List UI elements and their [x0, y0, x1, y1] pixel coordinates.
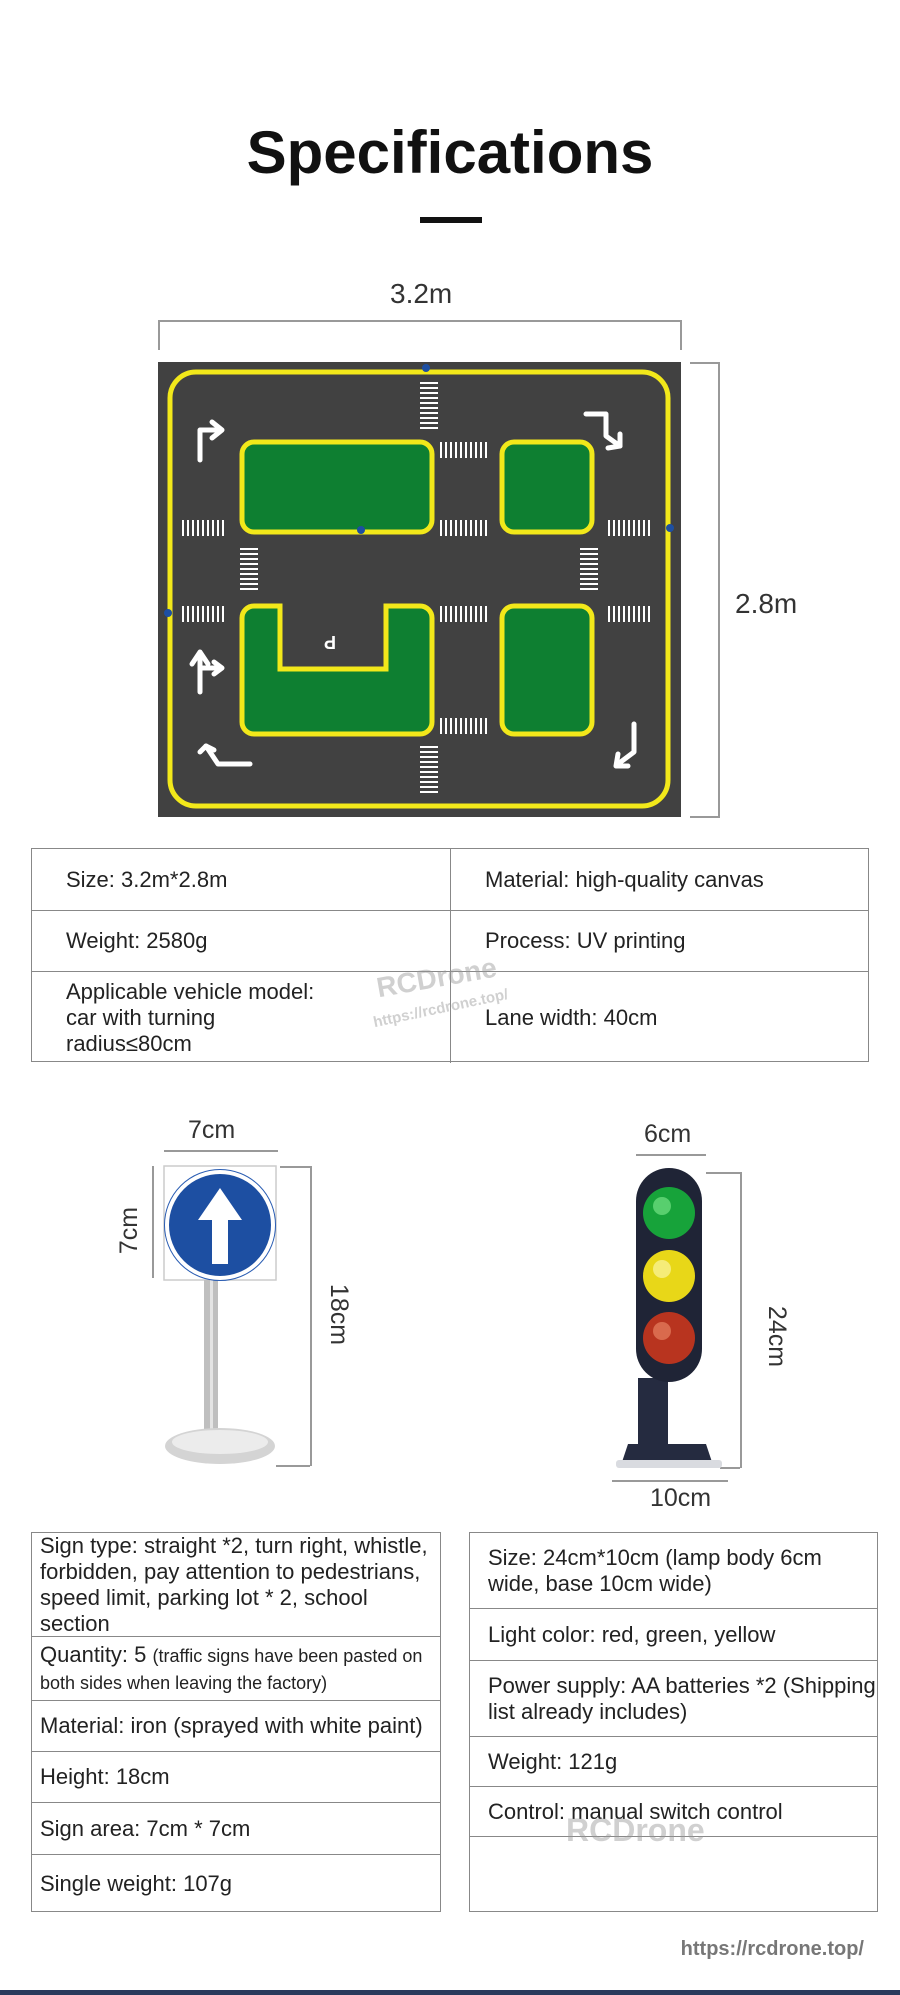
list-item: Size: 24cm*10cm (lamp body 6cm wide, bas… [470, 1533, 877, 1609]
sign-area-text: Sign area: 7cm * 7cm [40, 1815, 251, 1841]
light-top-line [636, 1154, 706, 1156]
light-height-line [740, 1172, 742, 1468]
light-base-label: 10cm [650, 1484, 712, 1512]
sign-height-line [310, 1166, 312, 1466]
sign-quantity-text: Quantity: 5 [40, 1641, 153, 1667]
parking-letter: P [324, 632, 336, 652]
sign-side-label: 7cm [115, 1206, 144, 1255]
light-size-text: Size: 24cm*10cm (lamp body 6cm wide, bas… [488, 1544, 822, 1596]
list-item: Sign type: straight *2, turn right, whis… [32, 1533, 440, 1637]
sign-width-label: 7cm [188, 1116, 236, 1144]
sign-weight-text: Single weight: 107g [40, 1871, 233, 1896]
sign-width-line [164, 1150, 278, 1152]
height-dimension-line [718, 362, 720, 817]
mat-spec-vehicle: Applicable vehicle model: car with turni… [32, 972, 451, 1063]
light-weight-text: Weight: 121g [488, 1748, 618, 1774]
sign-type-text: Sign type: straight *2, turn right, whis… [40, 1532, 428, 1636]
sign-height-tick-top [280, 1166, 310, 1168]
up-arrow-icon [198, 1188, 242, 1264]
width-dimension-tick-left [158, 320, 160, 350]
list-item: Power supply: AA batteries *2 (Shipping … [470, 1661, 877, 1737]
light-control-text: Control: manual switch control [488, 1798, 783, 1824]
width-dimension-tick-right [680, 320, 682, 350]
sign-spec-list: Sign type: straight *2, turn right, whis… [31, 1532, 441, 1912]
list-item: Sign area: 7cm * 7cm [32, 1803, 440, 1855]
table-row: Size: 3.2m*2.8m Material: high-quality c… [32, 849, 868, 911]
light-base-line [612, 1480, 728, 1482]
watermark-brand-lower: RCDrone [566, 1812, 705, 1848]
list-item: Quantity: 5 (traffic signs have been pas… [32, 1637, 440, 1701]
traffic-light-image [616, 1168, 722, 1468]
list-item: Control: manual switch control [470, 1787, 877, 1837]
list-item: Weight: 121g [470, 1737, 877, 1787]
light-color-text: Light color: red, green, yellow [488, 1621, 776, 1647]
sign-side-line [152, 1166, 154, 1278]
bottom-bar [0, 1990, 900, 1995]
list-item: Height: 18cm [32, 1752, 440, 1803]
mat-spec-material: Material: high-quality canvas [485, 866, 764, 892]
list-item: Light color: red, green, yellow [470, 1609, 877, 1661]
mat-width-label: 3.2m [390, 278, 453, 309]
light-top-label: 6cm [644, 1120, 692, 1148]
list-item: Single weight: 107g [32, 1855, 440, 1913]
mat-spec-size: Size: 3.2m*2.8m [32, 849, 451, 910]
footer-url: https://rcdrone.top/ [680, 1938, 864, 1960]
light-height-label: 24cm [763, 1305, 792, 1368]
light-spec-list: Size: 24cm*10cm (lamp body 6cm wide, bas… [469, 1532, 878, 1912]
light-height-tick-bottom [720, 1467, 740, 1469]
sign-height-label: 18cm [325, 1283, 354, 1346]
sign-height-text: Height: 18cm [40, 1764, 170, 1789]
height-dimension-tick-top [690, 362, 720, 364]
mat-height-label: 2.8m [735, 588, 798, 619]
track-mat-map: P [158, 362, 681, 817]
page-title: Specifications [246, 119, 654, 186]
sign-height-tick-bottom [276, 1465, 310, 1467]
traffic-sign-image [163, 1165, 277, 1464]
mat-spec-table: Size: 3.2m*2.8m Material: high-quality c… [31, 848, 869, 1063]
mat-spec-lane-width: Lane width: 40cm [485, 1004, 658, 1030]
light-power-text: Power supply: AA batteries *2 (Shipping … [488, 1672, 876, 1724]
height-dimension-tick-bottom [690, 816, 720, 818]
sign-material-text: Material: iron (sprayed with white paint… [40, 1713, 423, 1738]
title-underline [420, 217, 482, 223]
mat-spec-weight: Weight: 2580g [32, 911, 451, 971]
table-row: Weight: 2580g Process: UV printing [32, 911, 868, 972]
table-row: Applicable vehicle model: car with turni… [32, 972, 868, 1063]
width-dimension-line [158, 320, 681, 322]
light-height-tick-top [706, 1172, 740, 1174]
sign-quantity-note: (traffic signs have been pasted on both … [40, 1645, 423, 1693]
list-item: Material: iron (sprayed with white paint… [32, 1701, 440, 1752]
mat-spec-process: Process: UV printing [485, 928, 686, 953]
